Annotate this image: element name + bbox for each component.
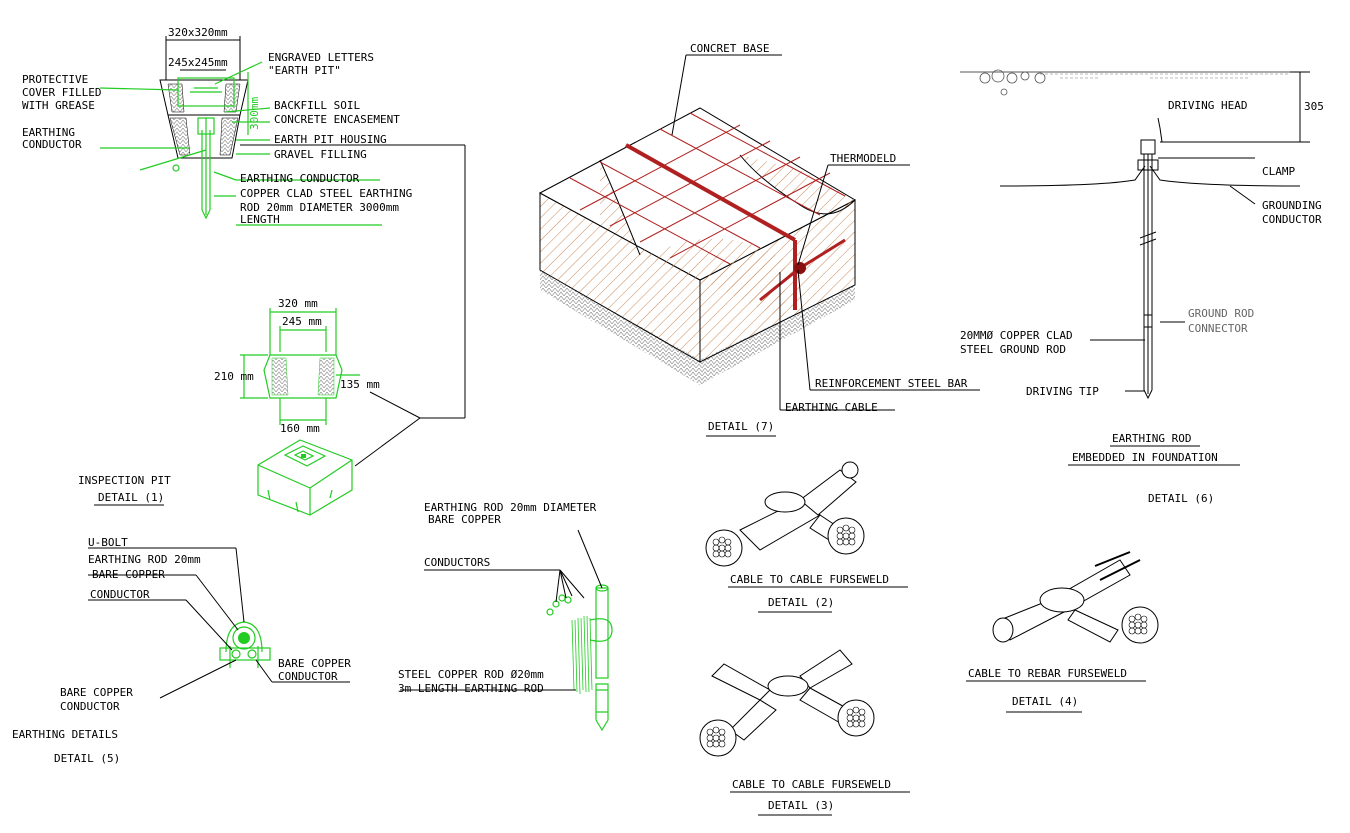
label-rod-diameter: EARTHING ROD 20mm DIAMETER (424, 501, 597, 514)
ubolt-detail: U-BOLT EARTHING ROD 20mm BARE COPPER CON… (12, 536, 351, 765)
label-rod-1: COPPER CLAD STEEL EARTHING (240, 187, 412, 200)
detail5-title-1: EARTHING DETAILS (12, 728, 118, 741)
label-conductor-2: CONDUCTOR (22, 138, 82, 151)
dim-320: 320 mm (278, 297, 318, 310)
dim-160: 160 mm (280, 422, 320, 435)
detail4-title-2: DETAIL (4) (1012, 695, 1078, 708)
label-concrete: CONCRETE ENCASEMENT (274, 113, 400, 126)
label-ground-rod-2: STEEL GROUND ROD (960, 343, 1066, 356)
dim-135: 135 mm (340, 378, 380, 391)
dim-305: 305 (1304, 100, 1324, 113)
tee-weld-detail-2 (705, 461, 865, 567)
label-driving-head: DRIVING HEAD (1168, 99, 1247, 112)
label-protective-3: WITH GREASE (22, 99, 95, 112)
label-conductor-1: EARTHING (22, 126, 75, 139)
label-bare-copper-3: BARE COPPER (60, 686, 133, 699)
label-gravel: GRAVEL FILLING (274, 148, 367, 161)
label-ubolt-rod-2: BARE COPPER (92, 568, 165, 581)
label-clamp: CLAMP (1262, 165, 1295, 178)
detail5-title-2: DETAIL (5) (54, 752, 120, 765)
concrete-base-detail: CONCRET BASE THERMODELD REINFORCEMENT ST… (538, 42, 980, 437)
detail6-title-3: DETAIL (6) (1148, 492, 1214, 505)
label-steel-rod-1: STEEL COPPER ROD Ø20mm (398, 668, 544, 681)
detail4-title-1: CABLE TO REBAR FURSEWELD (968, 667, 1127, 680)
earth-pit-section: 320x320mm 245x245mm 300mm (22, 26, 466, 419)
detail2-title-1: CABLE TO CABLE FURSEWELD (730, 573, 889, 586)
earthing-rod-detail: 305 DRIVING HEAD CLAMP GROUNDING CONDUCT… (960, 69, 1324, 505)
label-driving-tip: DRIVING TIP (1026, 385, 1099, 398)
label-ubolt: U-BOLT (88, 536, 128, 549)
dim-inner: 245x245mm (168, 56, 228, 69)
label-bare-copper-1: BARE COPPER (278, 657, 351, 670)
cross-weld-detail-3 (699, 649, 875, 757)
label-ubolt-conductor: CONDUCTOR (90, 588, 150, 601)
detail6-title-2: EMBEDDED IN FOUNDATION (1072, 451, 1218, 464)
detail6-title-1: EARTHING ROD (1112, 432, 1191, 445)
pit-title-1: INSPECTION PIT (78, 474, 171, 487)
dim-245: 245 mm (282, 315, 322, 328)
label-earth-conductor: EARTHING CONDUCTOR (240, 172, 360, 185)
dim-outer: 320x320mm (168, 26, 228, 39)
label-bare-copper-4: CONDUCTOR (60, 700, 120, 713)
inspection-pit-box: INSPECTION PIT DETAIL (1) (78, 439, 353, 516)
label-engraved-2: "EARTH PIT" (268, 64, 341, 77)
dim-210: 210 mm (214, 370, 254, 383)
detail3-title-2: DETAIL (3) (768, 799, 834, 812)
label-housing: EARTH PIT HOUSING (274, 133, 387, 146)
label-rebar: REINFORCEMENT STEEL BAR (815, 377, 968, 390)
label-conductors: CONDUCTORS (424, 556, 490, 569)
label-bare-copper-2: CONDUCTOR (278, 670, 338, 683)
label-steel-rod-2: 3m LENGTH EARTHING ROD (398, 682, 544, 695)
label-connector-2: CONNECTOR (1188, 322, 1248, 335)
detail3-title-1: CABLE TO CABLE FURSEWELD (732, 778, 891, 791)
label-connector-1: GROUND ROD (1188, 307, 1254, 320)
label-concrete-base: CONCRET BASE (690, 42, 769, 55)
label-rod-2: ROD 20mm DIAMETER 3000mm (240, 201, 399, 214)
label-rod-bare: BARE COPPER (428, 513, 501, 526)
pit-title-2: DETAIL (1) (98, 491, 164, 504)
detail7-title: DETAIL (7) (708, 420, 774, 433)
rod-conductors-detail: EARTHING ROD 20mm DIAMETER BARE COPPER C… (398, 501, 613, 732)
label-thermodeld: THERMODELD (830, 152, 896, 165)
dim-300: 300mm (248, 97, 261, 130)
label-grounding-1: GROUNDING (1262, 199, 1322, 212)
rebar-weld-detail-4 (992, 551, 1159, 644)
inspection-pit-section: 320 mm 245 mm 210 mm 135 mm 160 mm (214, 297, 421, 467)
label-backfill: BACKFILL SOIL (274, 99, 360, 112)
label-protective-1: PROTECTIVE (22, 73, 88, 86)
label-engraved: ENGRAVED LETTERS (268, 51, 374, 64)
label-grounding-2: CONDUCTOR (1262, 213, 1322, 226)
detail2-title-2: DETAIL (2) (768, 596, 834, 609)
label-ground-rod-1: 20MMØ COPPER CLAD (960, 329, 1073, 342)
label-earthing-cable: EARTHING CABLE (785, 401, 878, 414)
label-ubolt-rod-1: EARTHING ROD 20mm (88, 553, 201, 566)
label-rod-3: LENGTH (240, 213, 280, 226)
label-protective-2: COVER FILLED (22, 86, 101, 99)
